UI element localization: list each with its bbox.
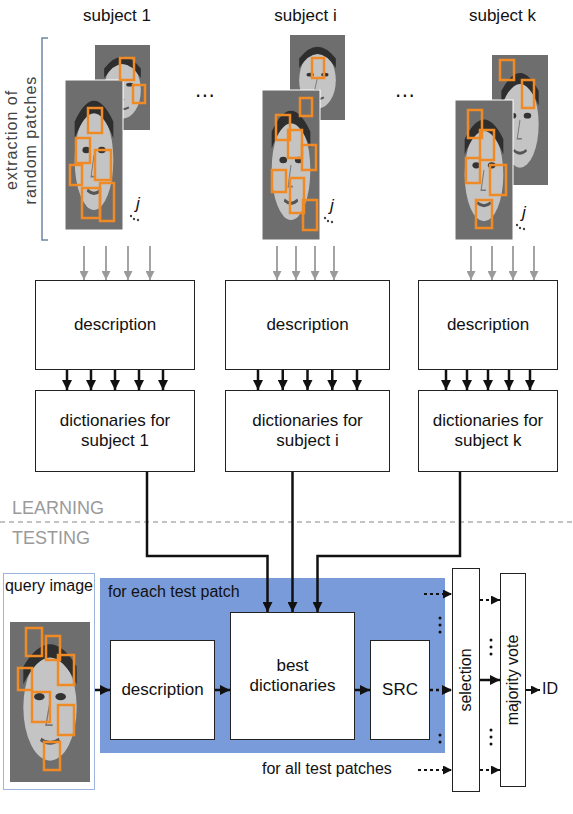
connector xyxy=(333,246,335,280)
connector xyxy=(529,370,532,390)
divider xyxy=(0,521,573,523)
node-text: description xyxy=(121,680,203,700)
connector xyxy=(162,370,165,390)
connector xyxy=(480,679,500,682)
connector xyxy=(430,689,452,692)
connector xyxy=(66,370,69,390)
subject-images: subject k xyxy=(450,6,555,246)
process-box: description xyxy=(225,280,390,370)
connector xyxy=(491,246,493,280)
ellipsis: ⋯ xyxy=(395,84,415,107)
connector xyxy=(291,472,294,612)
node-text: best dictionaries xyxy=(237,656,348,697)
node-text: subject 1 xyxy=(83,6,151,26)
output-label: ID xyxy=(542,680,558,698)
node-text: dictionaries for subject i xyxy=(232,411,383,452)
connector xyxy=(533,246,535,280)
process-box: best dictionaries xyxy=(230,612,355,740)
node-text: description xyxy=(266,315,348,335)
index-label: j xyxy=(330,196,334,216)
node-text: selection xyxy=(456,648,475,711)
node-text: description xyxy=(74,315,156,335)
connector xyxy=(331,370,334,390)
connector xyxy=(127,246,129,280)
process-box: dictionaries for subject 1 xyxy=(35,390,195,472)
node-text: description xyxy=(447,315,529,335)
process-box: dictionaries for subject k xyxy=(418,390,558,472)
connector xyxy=(282,370,285,390)
node-text: dictionaries for subject 1 xyxy=(42,411,188,452)
connector xyxy=(470,246,472,280)
connector xyxy=(318,472,461,612)
test-band: for each test patch description best dicti… xyxy=(100,578,445,753)
subject-images: subject i xyxy=(258,6,353,246)
phase-label: TESTING xyxy=(12,528,90,549)
process-box: description xyxy=(110,640,215,740)
process-box: description xyxy=(35,280,195,370)
process-box: SRC xyxy=(370,640,430,740)
connector xyxy=(466,370,469,390)
connector xyxy=(83,246,85,280)
connector xyxy=(512,246,514,280)
connector xyxy=(295,246,297,280)
connector xyxy=(487,370,490,390)
connector xyxy=(215,689,230,692)
connector xyxy=(95,689,110,692)
vertical-box: selection xyxy=(452,568,480,792)
node-text: SRC xyxy=(382,680,418,700)
connector xyxy=(90,370,93,390)
ellipsis: ⋯ xyxy=(195,84,215,107)
connector xyxy=(114,370,117,390)
band-fill xyxy=(100,578,445,753)
connector xyxy=(356,370,359,390)
index-label: j xyxy=(522,203,526,223)
connector xyxy=(105,246,107,280)
node-text: subject i xyxy=(274,6,336,26)
connector xyxy=(138,370,141,390)
connector xyxy=(149,246,151,280)
connector xyxy=(306,370,309,390)
connector xyxy=(257,370,260,390)
connector xyxy=(276,246,278,280)
connector xyxy=(314,246,316,280)
subject-images: subject 1 xyxy=(62,6,172,246)
vertical-box: majority vote xyxy=(500,573,526,787)
note-label: for all test patches xyxy=(262,760,392,778)
connector xyxy=(355,689,370,692)
phase-label: LEARNING xyxy=(12,498,104,519)
process-box: dictionaries for subject i xyxy=(225,390,390,472)
node-text: for each test patch xyxy=(108,582,240,601)
query-image-box: query image xyxy=(3,573,95,790)
connector xyxy=(445,370,448,390)
node-text: query image xyxy=(5,577,93,595)
bracket xyxy=(42,38,48,240)
index-dots xyxy=(130,215,525,230)
process-box: description xyxy=(418,280,558,370)
node-text: dictionaries for subject k xyxy=(425,411,551,452)
node-text: majority vote xyxy=(503,635,522,726)
node-text: subject k xyxy=(469,6,536,26)
side-label: extraction of random patches xyxy=(2,65,40,215)
connector xyxy=(508,370,511,390)
index-label: j xyxy=(136,194,140,214)
